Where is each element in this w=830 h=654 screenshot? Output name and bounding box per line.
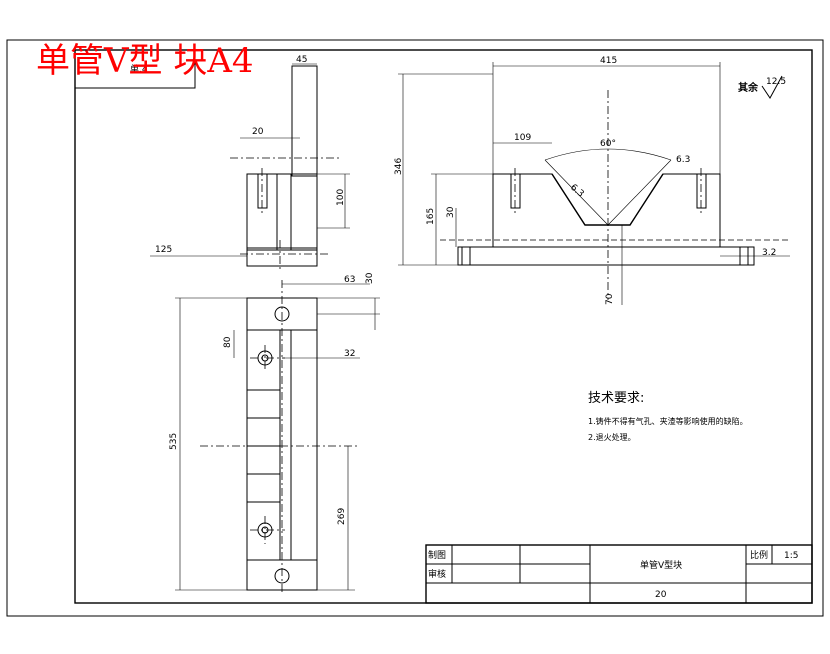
dim-45: 45 — [296, 55, 307, 65]
surface-finish-label: 其余 — [738, 81, 759, 94]
dim-535: 535 — [169, 433, 179, 450]
dim-415: 415 — [600, 56, 617, 66]
dim-70: 70 — [605, 293, 615, 305]
surface-finish: 其余 12.5 — [738, 75, 786, 99]
surface-finish-value: 12.5 — [766, 77, 786, 87]
dim-60-deg: 60° — [600, 139, 616, 149]
title-block: 制图 审核 单管V型块 比例 1:5 20 — [425, 544, 813, 604]
tech-req-line1: 1.铸件不得有气孔、夹渣等影响使用的缺陷。 — [588, 416, 748, 426]
front-section-view — [440, 90, 790, 300]
outer-border — [6, 39, 824, 617]
side-section-view — [230, 65, 340, 270]
dim-6-3b: 6.3 — [568, 183, 585, 200]
dim-3-2: 3.2 — [762, 248, 776, 258]
dim-165: 165 — [426, 208, 436, 225]
inner-frame — [74, 49, 813, 604]
side-dims: 45 20 100 125 — [150, 55, 350, 257]
checked-by-label: 审核 — [428, 568, 446, 580]
plan-dims: 30 63 80 32 535 269 — [169, 272, 380, 591]
tech-req-heading: 技术要求: — [588, 391, 644, 406]
dim-6-3: 6.3 — [676, 155, 690, 165]
scale-label: 比例 — [750, 549, 768, 561]
dim-269: 269 — [337, 508, 347, 525]
dim-125: 125 — [155, 245, 172, 255]
dim-30-left: 30 — [365, 272, 375, 284]
plan-view — [200, 280, 360, 595]
dim-32: 32 — [344, 349, 355, 359]
dim-63-left: 63 — [344, 275, 355, 285]
material: 20 — [655, 590, 667, 600]
front-dims: 415 109 60° 6.3 346 165 30 3.2 70 6.3 — [394, 56, 790, 305]
dim-80: 80 — [223, 336, 233, 348]
drawn-by-label: 制图 — [428, 549, 446, 561]
scale-value: 1:5 — [784, 551, 798, 561]
dim-30-right: 30 — [446, 206, 456, 218]
dim-346: 346 — [394, 158, 404, 175]
dim-100: 100 — [336, 189, 346, 206]
corner-label-box — [74, 49, 196, 89]
part-name: 单管V型块 — [640, 559, 682, 571]
dim-109: 109 — [514, 133, 531, 143]
dim-20: 20 — [252, 127, 264, 137]
drawing-title: 单管V型 块A4 — [36, 41, 254, 81]
corner-label: 单.4 — [130, 63, 148, 75]
tech-req-line2: 2.退火处理。 — [588, 432, 636, 442]
tech-requirements: 技术要求: 1.铸件不得有气孔、夹渣等影响使用的缺陷。 2.退火处理。 — [588, 391, 748, 442]
